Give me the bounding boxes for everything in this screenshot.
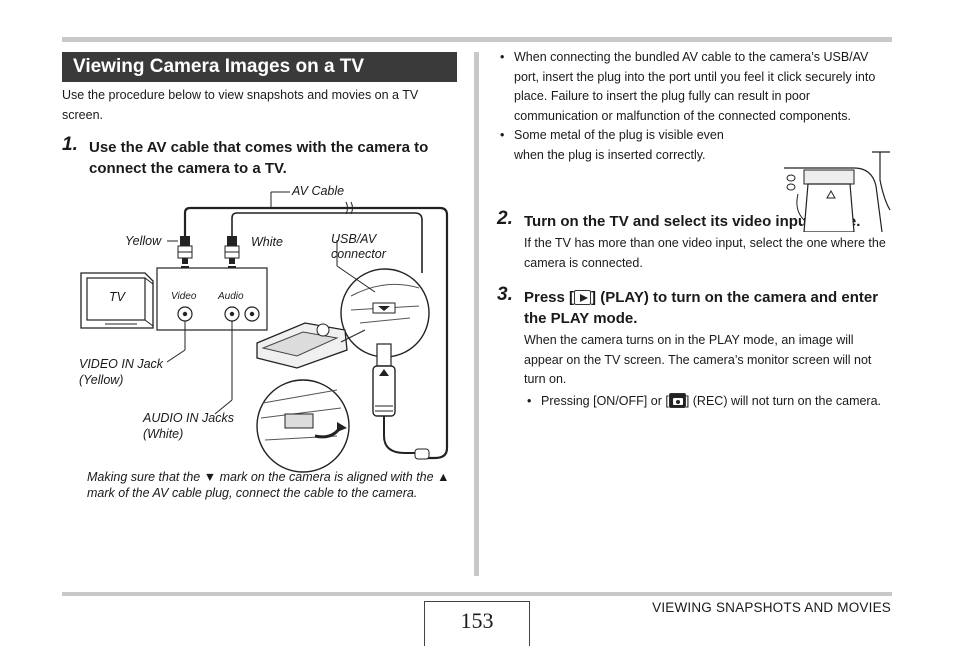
connection-diagram: AV Cable Yellow White USB/AV connector T… [75,178,460,478]
caption-text: mark on the camera is aligned with the [216,470,438,484]
step-title: Use the AV cable that comes with the cam… [89,139,429,177]
step-2: 2. Turn on the TV and select its video i… [497,208,892,273]
connection-notes: When connecting the bundled AV cable to … [497,48,892,165]
white-plug [224,236,240,264]
label-leader [214,399,233,415]
step-number: 1. [62,134,78,155]
right-column: When connecting the bundled AV cable to … [497,48,892,411]
camera-icon [668,392,686,408]
section-title: Viewing Camera Images on a TV [62,52,457,82]
tv-illustration [80,272,154,329]
closeup-plug [284,413,314,429]
video-in-label-line1: VIDEO IN Jack [79,357,164,371]
video-in-jack [177,306,193,322]
audio-label: Audio [218,291,244,302]
step-3: 3. Press [] (PLAY) to turn on the camera… [497,284,892,412]
audio-in-label-line2: (White) [143,427,184,441]
camera-illustration [256,322,366,369]
tv-label: TV [109,290,125,304]
list-item: Some metal of the plug is visible even w… [497,126,752,165]
plug-detail-illustration [784,151,891,232]
label-leader [336,265,376,293]
video-label: Video [171,291,197,302]
down-mark-symbol: ▼ [203,470,217,484]
step-3-notes: Pressing [ON/OFF] or [ ] (REC) will not t… [524,392,892,412]
note-text: Pressing [ON/OFF] or [ [541,393,669,408]
connection-diagram-drawing [80,191,449,473]
av-cable-plug [372,343,430,460]
bottom-rule [62,592,892,596]
jack-icon [786,183,796,191]
up-mark-symbol: ▲ [437,470,450,484]
jack-icon [786,174,796,182]
step-body: If the TV has more than one video input,… [524,236,886,270]
left-column: Viewing Camera Images on a TV Use the pr… [62,52,457,179]
insert-arrow-head-icon [337,422,347,432]
av-cable-label: AV Cable [292,184,345,198]
cable-break-mark [345,201,353,215]
step-title-text: Press [ [524,289,575,306]
step-number: 2. [497,208,513,229]
step-title: Press [] (PLAY) to turn on the camera an… [524,287,892,329]
step-title-text: ] (PLAY) to turn on the camera and enter… [524,289,879,327]
page-number: 153 [424,601,530,646]
list-item: When connecting the bundled AV cable to … [497,48,892,126]
cable-line [183,206,449,460]
yellow-label: Yellow [125,234,162,248]
note-text: ] (REC) will not turn on the camera. [685,393,882,408]
caption-text: mark of the AV cable plug, connect the c… [87,485,418,500]
white-label: White [251,235,283,249]
step-1: 1. Use the AV cable that comes with the … [62,134,457,179]
column-divider [474,52,479,576]
intro-text: Use the procedure below to view snapshot… [62,88,419,122]
step-body: When the camera turns on in the PLAY mod… [524,333,872,386]
label-leader [166,349,186,363]
usb-av-label-line2: connector [331,247,386,261]
up-mark-icon [379,369,389,376]
audio-in-jack-right [244,306,260,322]
usb-av-label-line1: USB/AV [331,232,377,246]
play-icon [574,290,592,305]
top-rule [62,37,892,42]
chapter-title: VIEWING SNAPSHOTS AND MOVIES [652,600,891,615]
video-in-label-line2: (Yellow) [79,373,124,387]
figure-caption: Making sure that the ▼ mark on the camer… [87,470,457,501]
audio-in-label-line1: AUDIO IN Jacks [143,411,234,425]
down-mark-icon [378,306,390,311]
audio-in-jack-left [224,306,240,322]
yellow-plug [177,236,193,264]
up-mark-icon [826,189,836,199]
cable-line-2 [231,212,423,273]
list-item: Pressing [ON/OFF] or [ ] (REC) will not t… [524,392,892,412]
caption-text: Making sure that the [87,470,204,484]
step-number: 3. [497,284,513,305]
step-title: Turn on the TV and select its video inpu… [524,213,861,230]
